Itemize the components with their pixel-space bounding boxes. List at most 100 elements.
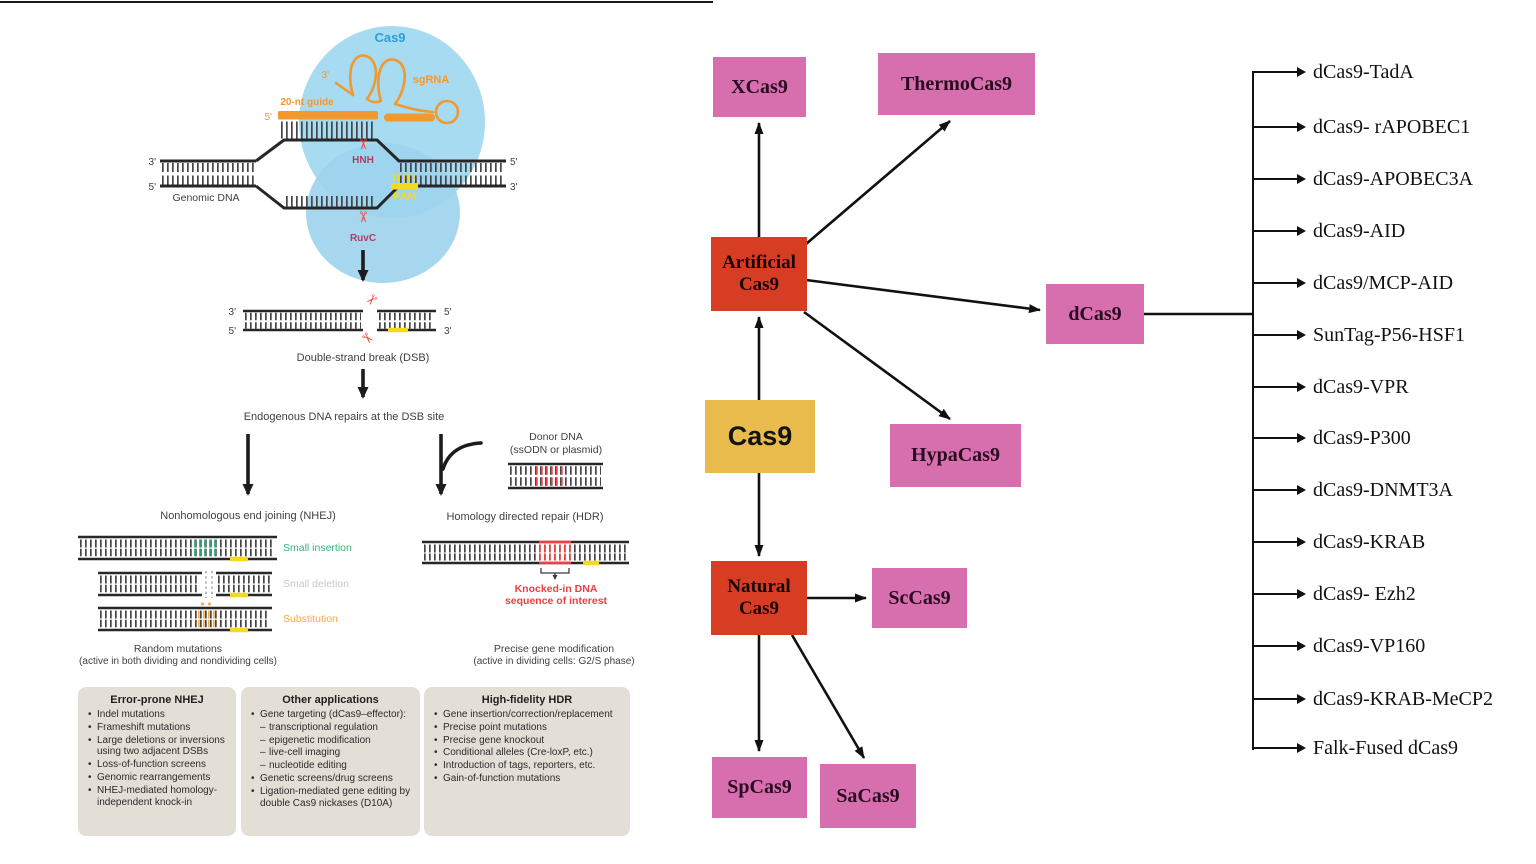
list-item: Conditional alleles (Cre-loxP, etc.) (432, 747, 622, 759)
hdr-title: Homology directed repair (HDR) (446, 511, 603, 523)
cas9-protein-blob (299, 26, 485, 283)
node-label: SpCas9 (727, 776, 792, 798)
dsb-label: Double-strand break (DSB) (297, 352, 430, 364)
list-item: Gene targeting (dCas9–effector): (249, 709, 412, 721)
list-item: Genomic rearrangements (86, 772, 228, 784)
fusion-spine-line (1252, 71, 1254, 750)
arrow-right-icon (1253, 694, 1306, 704)
sgrna-label: sgRNA (413, 74, 450, 86)
info-box-high-fidelity-hdr: High-fidelity HDR Gene insertion/correct… (424, 687, 630, 836)
donor-dna-sublabel: (ssODN or plasmid) (510, 444, 602, 456)
nhej-outcome-line1: Random mutations (134, 643, 222, 655)
node-sccas9: ScCas9 (872, 568, 967, 628)
info-box-title: Other applications (282, 694, 379, 706)
arrow-right-icon (1253, 174, 1306, 184)
cas9-protein-label: Cas9 (374, 30, 405, 45)
node-label-line1: Artificial (722, 251, 796, 273)
list-item: Ligation-mediated gene editing by double… (249, 786, 412, 810)
sgrna-three-prime-label: 3' (322, 70, 330, 81)
top-rule (0, 1, 713, 3)
node-label: ScCas9 (888, 586, 951, 609)
arrow-right-icon (1253, 589, 1306, 599)
guide-five-prime-label: 5' (265, 112, 273, 123)
list-item: Genetic screens/drug screens (249, 773, 412, 785)
node-spcas9: SpCas9 (712, 757, 807, 818)
genomic-dna (160, 138, 506, 210)
node-label: XCas9 (731, 75, 788, 98)
info-box-other-applications: Other applications Gene targeting (dCas9… (241, 687, 420, 836)
dna-end-label: 3' (149, 157, 157, 168)
fusion-item: dCas9-KRAB (1253, 529, 1425, 555)
arrow-right-icon (1253, 67, 1306, 77)
fusion-item: dCas9/MCP-AID (1253, 270, 1453, 296)
info-box-list: Indel mutations Frameshift mutations Lar… (86, 709, 228, 808)
guide-label: 20-nt guide (280, 97, 334, 108)
arrow-right-icon (1253, 641, 1306, 651)
list-subitem: live-cell imaging (249, 747, 412, 759)
fusion-item: dCas9-AID (1253, 218, 1405, 244)
fusion-label: dCas9-VPR (1313, 375, 1409, 398)
node-natural-cas9: Natural Cas9 (711, 561, 807, 635)
list-subitem: epigenetic modification (249, 735, 412, 747)
list-item: Precise point mutations (432, 722, 622, 734)
node-thermocas9: ThermoCas9 (878, 53, 1035, 115)
ruvc-label: RuvC (350, 233, 376, 244)
scissors-icon: ✂ (354, 138, 371, 151)
node-label: ThermoCas9 (900, 72, 1013, 95)
info-box-title: High-fidelity HDR (481, 694, 573, 706)
node-sacas9: SaCas9 (820, 764, 916, 828)
donor-dna (508, 462, 603, 490)
list-subitem: nucleotide editing (249, 760, 412, 772)
donor-curve-connector (441, 441, 483, 471)
nhej-deletion-strand (98, 571, 272, 598)
cas9-mechanism-diagram: Cas9 3' sgRNA 20-nt guide 5' (78, 26, 635, 667)
fusion-item: dCas9-VPR (1253, 374, 1409, 400)
dna-end-label: 5' (229, 326, 237, 337)
list-item: Indel mutations (86, 709, 228, 721)
fusion-label: SunTag-P56-HSF1 (1313, 323, 1465, 346)
arrow-right-icon (1253, 330, 1306, 340)
list-item: Loss-of-function screens (86, 759, 228, 771)
list-item: NHEJ-mediated homology-independent knock… (86, 785, 228, 809)
substitution-label: Substitution (283, 613, 338, 625)
arrow-right-icon (1253, 743, 1306, 753)
nhej-outcome-line2: (active in both dividing and nondividing… (79, 656, 277, 667)
fusion-label: dCas9-KRAB-MeCP2 (1313, 687, 1494, 710)
fusion-item: Falk-Fused dCas9 (1253, 735, 1458, 761)
genomic-dna-label: Genomic DNA (172, 192, 239, 204)
dna-end-label: 3' (510, 182, 518, 193)
sgrna-scaffold (334, 54, 460, 125)
arrow-right-icon (1253, 433, 1306, 443)
fusion-item: dCas9-APOBEC3A (1253, 166, 1473, 192)
flowchart-arrow-set (754, 120, 1254, 759)
dna-end-label: 3' (444, 326, 452, 337)
node-label: HypaCas9 (911, 444, 1000, 466)
list-item: Frameshift mutations (86, 722, 228, 734)
fusion-item: dCas9-KRAB-MeCP2 (1253, 686, 1493, 712)
list-item: Large deletions or inversions using two … (86, 735, 228, 759)
node-dcas9: dCas9 (1046, 284, 1144, 344)
fusion-label: dCas9- rAPOBEC1 (1313, 115, 1471, 138)
nhej-substitution-strand (98, 602, 272, 633)
fusion-item: dCas9- rAPOBEC1 (1253, 114, 1470, 140)
fusion-item: dCas9-DNMT3A (1253, 477, 1453, 503)
arrow-right-icon (1253, 278, 1306, 288)
fusion-label: dCas9-APOBEC3A (1313, 167, 1474, 190)
node-artificial-cas9: Artificial Cas9 (711, 237, 807, 311)
fusion-label: dCas9-KRAB (1313, 530, 1426, 553)
repair-label: Endogenous DNA repairs at the DSB site (244, 411, 445, 423)
pam-label: PAM (393, 191, 417, 203)
node-label: Cas9 (727, 421, 793, 451)
fusion-item: dCas9-P300 (1253, 425, 1411, 451)
node-label-line1: Natural (727, 575, 791, 597)
pam-site (391, 173, 418, 190)
dna-end-label: 3' (229, 307, 237, 318)
fusion-label: dCas9-TadA (1313, 60, 1414, 83)
dna-end-label: 5' (510, 157, 518, 168)
node-hypacas9: HypaCas9 (890, 424, 1021, 487)
arrow-right-icon (1253, 122, 1306, 132)
arrow-right-icon (1253, 382, 1306, 392)
fusion-label: dCas9-P300 (1313, 426, 1411, 449)
